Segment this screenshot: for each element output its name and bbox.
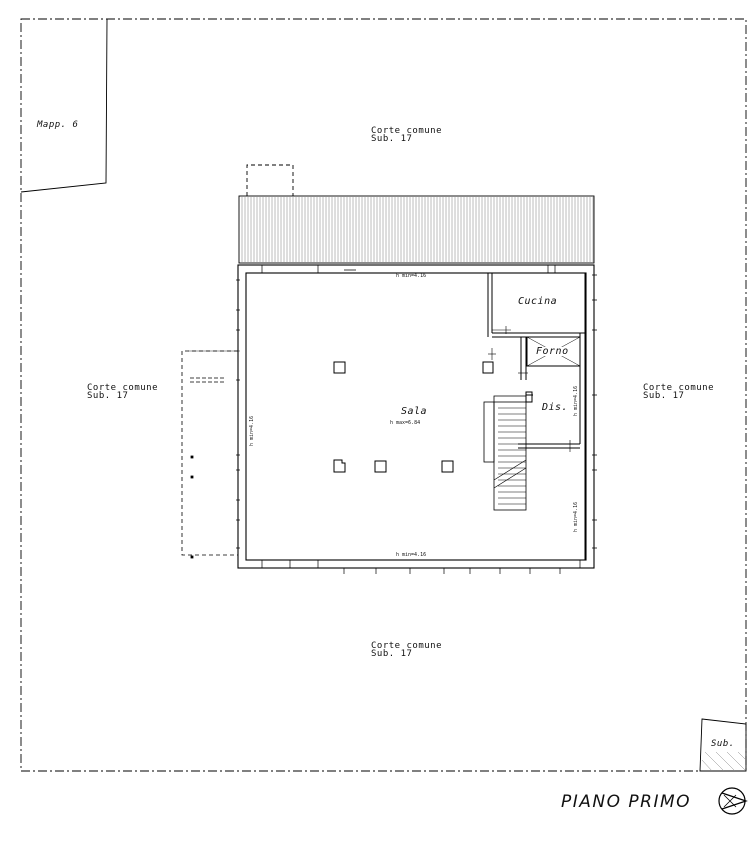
height-top-label: h min=4.16	[396, 273, 427, 279]
room-forno-label: Forno	[536, 346, 569, 357]
north-arrow-icon	[718, 787, 748, 815]
property-boundary	[20, 18, 747, 772]
corte-left-label-2: Sub. 17	[87, 391, 129, 401]
height-left-label: h min=4.16	[249, 415, 255, 446]
height-right-lower-label: h min=4.16	[573, 501, 579, 532]
corte-top-label-2: Sub. 17	[371, 134, 413, 144]
height-right-upper-label: h min=4.16	[573, 385, 579, 416]
height-bottom-label: h min=4.16	[396, 552, 427, 558]
parcel-hatch	[701, 751, 747, 772]
room-cucina-label: Cucina	[518, 296, 558, 307]
room-sala-label: Sala	[401, 406, 428, 417]
parcel-mapp-6	[20, 18, 108, 193]
corte-right-label-1: Corte comune	[643, 383, 715, 393]
staircase	[483, 395, 527, 511]
external-balcony	[181, 350, 240, 556]
balcony-marks	[190, 377, 224, 559]
corte-top-label-1: Corte comune	[371, 126, 443, 136]
corte-bottom-label-2: Sub. 17	[371, 649, 413, 659]
corte-right-label-2: Sub. 17	[643, 391, 685, 401]
internal-walls	[482, 273, 586, 560]
sub-corner-label: Sub.	[711, 739, 735, 749]
room-dis-label: Dis.	[542, 402, 569, 413]
corte-left-label-1: Corte comune	[87, 383, 159, 393]
building-walls	[236, 264, 597, 574]
chimney-outline	[246, 164, 294, 196]
drawing-title: PIANO PRIMO	[561, 792, 692, 812]
roof-strip	[238, 195, 595, 264]
height-sala-max-label: h max=6.84	[390, 420, 421, 426]
parcel-mapp-label: Mapp. 6	[37, 120, 79, 130]
pillars	[333, 361, 454, 473]
corte-bottom-label-1: Corte comune	[371, 641, 443, 651]
